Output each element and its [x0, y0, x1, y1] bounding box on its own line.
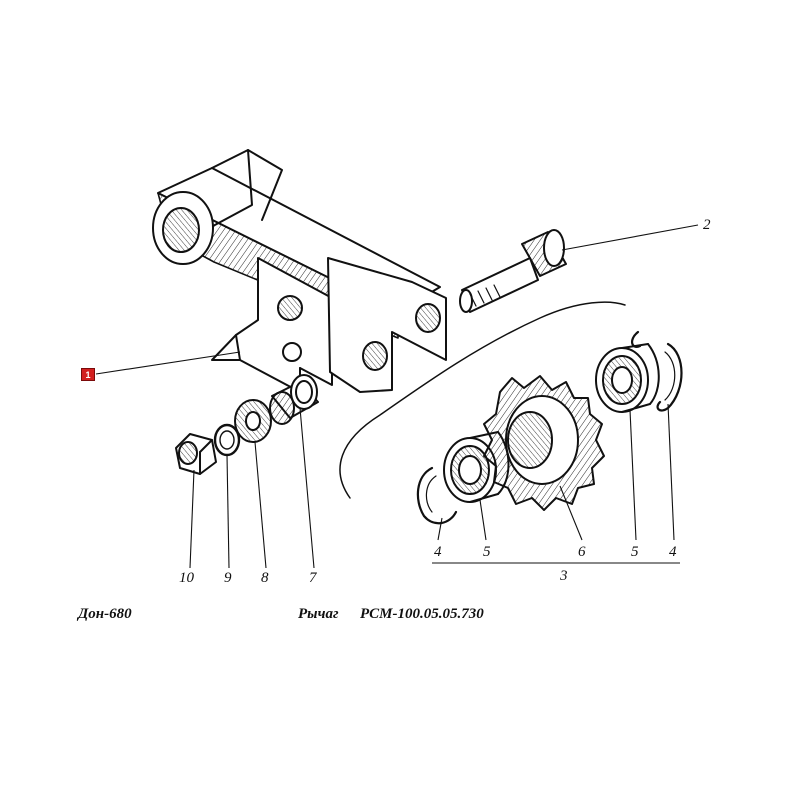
bushing-part	[269, 374, 319, 425]
hex-nut-part	[175, 433, 217, 475]
callout-2: 2	[703, 217, 711, 233]
callout-5-left: 5	[483, 544, 491, 560]
snap-ring-left-part	[416, 466, 458, 525]
leader-lines	[95, 224, 699, 569]
callout-9: 9	[224, 570, 232, 586]
spring-washer-part	[213, 423, 241, 457]
subassembly-outline	[339, 301, 626, 499]
callout-3: 3	[559, 568, 568, 584]
callout-4-left: 4	[434, 544, 442, 560]
axle-pin-part	[459, 229, 567, 313]
callout-10: 10	[179, 570, 195, 586]
bearing-left-part	[443, 431, 510, 503]
callout-1-marker[interactable]: 1	[81, 368, 95, 381]
washer-part	[234, 399, 272, 443]
lever-arm-part	[152, 149, 447, 393]
part-name-caption: Рычаг	[298, 606, 339, 622]
callout-5-right: 5	[631, 544, 639, 560]
bearing-right-part	[595, 343, 660, 413]
model-caption: Дон-680	[78, 606, 132, 622]
part-code-caption: РСМ-100.05.05.730	[360, 606, 484, 622]
callout-7: 7	[309, 570, 318, 586]
callout-8: 8	[261, 570, 269, 586]
callout-6: 6	[578, 544, 586, 560]
callout-4-right: 4	[669, 544, 677, 560]
sprocket-part	[483, 375, 605, 511]
